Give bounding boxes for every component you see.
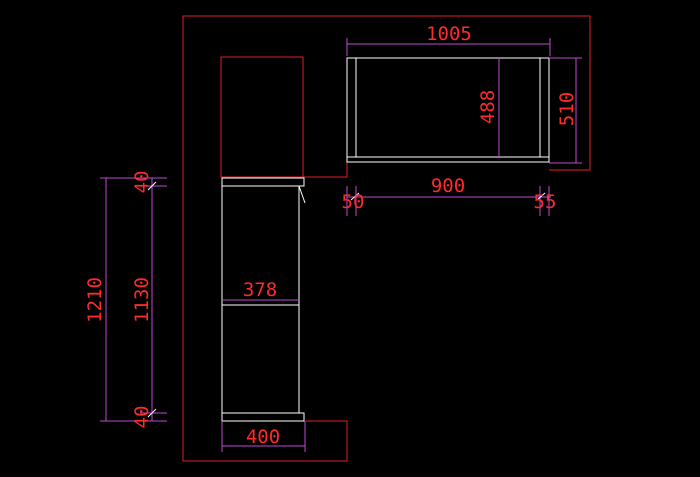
counter-top-run bbox=[346, 57, 550, 163]
counter-top-band bbox=[221, 177, 305, 187]
tick-1130-a bbox=[147, 181, 157, 191]
dim-text-1005: 1005 bbox=[426, 23, 472, 45]
dim-text-40-top: 40 bbox=[131, 171, 153, 194]
dim-text-488: 488 bbox=[477, 90, 499, 124]
dim-text-55: 55 bbox=[534, 191, 557, 213]
tick-900-b bbox=[536, 192, 546, 201]
counter-divider-2 bbox=[298, 185, 306, 204]
dim-text-1210: 1210 bbox=[84, 277, 106, 323]
dim-text-510: 510 bbox=[556, 92, 578, 126]
tall-cabinet-upper bbox=[220, 56, 304, 178]
dim-text-378: 378 bbox=[243, 279, 277, 301]
room-wall-junction bbox=[303, 58, 348, 178]
dim-text-50: 50 bbox=[342, 191, 365, 213]
dim-text-40-bottom: 40 bbox=[131, 406, 153, 429]
dim-text-1130: 1130 bbox=[131, 277, 153, 323]
dim-text-400: 400 bbox=[246, 426, 280, 448]
dim-text-900: 900 bbox=[431, 175, 465, 197]
room-wall-outline bbox=[182, 15, 591, 461]
tick-1130-b bbox=[147, 408, 157, 418]
tick-900-a bbox=[350, 192, 360, 201]
room-wall-lower bbox=[183, 420, 348, 462]
counter-bottom-band bbox=[221, 412, 305, 422]
